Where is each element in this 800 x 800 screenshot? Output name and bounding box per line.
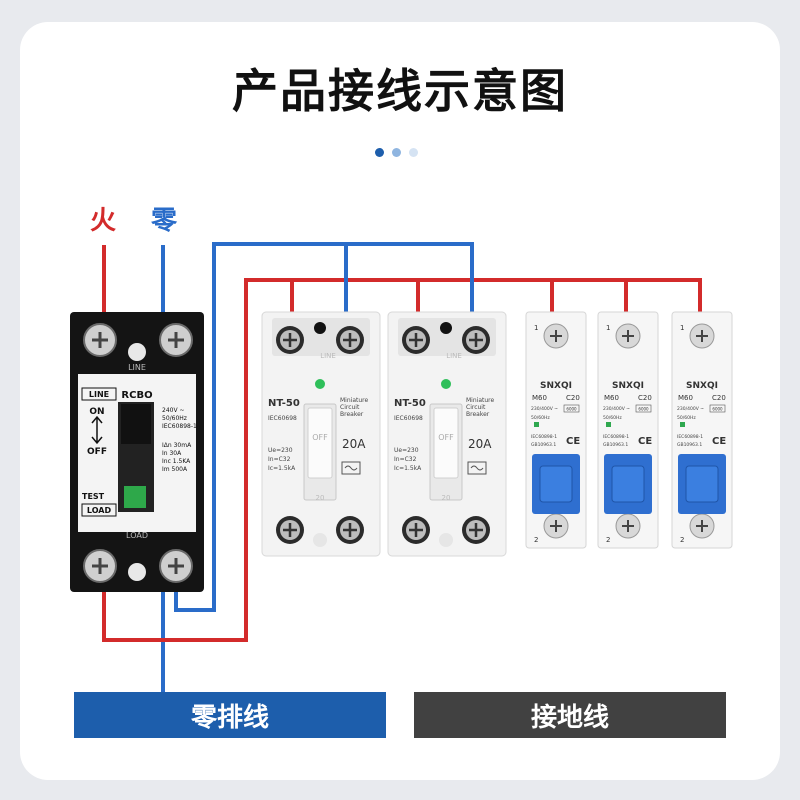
m60-curve: C20 [638, 394, 652, 402]
rcbo-load-top-text: LOAD [126, 531, 148, 540]
live-label: 火 [90, 206, 117, 236]
m60-curve: C20 [712, 394, 726, 402]
nt50-num: 20 [442, 494, 451, 502]
ac-symbol-icon [344, 465, 358, 471]
m60-std2: GB10963.1 [531, 442, 556, 448]
m60-std1: IEC60898-1 [677, 434, 703, 440]
m60-breaker-3: 1 2 SNXQI M60 C20 230/400V ~ 6000 50/60HzIEC608… [671, 311, 733, 549]
nt50-rating: 20A [468, 437, 492, 451]
m60-brand: SNXQI [686, 381, 718, 391]
pager-dots [375, 148, 418, 157]
m60-breaker-2: 1 2 SNXQI M60 C20 230/400V ~ 6000 50/60HzIEC608… [597, 311, 659, 549]
page-title: 产品接线示意图 [232, 64, 568, 118]
nt50-line-text: LINE [446, 352, 462, 360]
m60-volt: 230/400V ~ [677, 406, 704, 412]
ground-busbar-label: 接地线 [414, 692, 726, 738]
rcbo-line-text: LINE [128, 363, 146, 372]
m60-std2: GB10963.1 [603, 442, 628, 448]
status-indicator-icon [606, 422, 611, 427]
pager-dot-2 [392, 148, 401, 157]
ce-mark-icon: CE [638, 436, 652, 447]
m60-std1: IEC60898-1 [531, 434, 557, 440]
nt50-model: NT-50 [268, 398, 300, 409]
m60-breaker-1: 1 2 SNXQI M60 C20 230/400V ~ 6000 50/60HzIEC608… [525, 311, 587, 549]
nt50-line-text: LINE [320, 352, 336, 360]
m60-cap: 6000 [638, 407, 649, 412]
nt50-off: OFF [438, 433, 454, 442]
m60-top-num: 1 [534, 324, 538, 332]
m60-volt: 230/400V ~ [603, 406, 630, 412]
m60-std2: GB10963.1 [677, 442, 702, 448]
m60-brand: SNXQI [540, 381, 572, 391]
status-indicator-icon [680, 422, 685, 427]
m60-bottom-num: 2 [534, 536, 538, 544]
rcbo-load-box: LOAD [87, 506, 112, 515]
rcbo-test: TEST [82, 492, 105, 501]
m60-top-num: 1 [680, 324, 684, 332]
rcbo-line-box: LINE [89, 390, 109, 399]
m60-curve: C20 [566, 394, 580, 402]
breaker-toggle[interactable] [307, 407, 333, 479]
status-led-icon [315, 379, 325, 389]
neutral-label: 零 [151, 206, 178, 236]
m60-std1: IEC60898-1 [603, 434, 629, 440]
m60-brand: SNXQI [612, 381, 644, 391]
m60-cap: 6000 [712, 407, 723, 412]
m60-bottom-num: 2 [680, 536, 684, 544]
rcbo-on: ON [89, 407, 104, 417]
m60-model: M60 [678, 394, 693, 402]
rcbo-off: OFF [87, 447, 107, 457]
pager-dot-1 [375, 148, 384, 157]
m60-model: M60 [532, 394, 547, 402]
m60-cap: 6000 [566, 407, 577, 412]
nt50-standard: IEC60698 [268, 415, 297, 422]
rcbo-breaker: LINE LOAD LINE RCBO ON OFF 240V ~50/60Hz… [70, 312, 204, 592]
nt50-num: 20 [316, 494, 325, 502]
test-button[interactable] [124, 486, 146, 508]
breaker-toggle[interactable] [433, 407, 459, 479]
m60-bottom-num: 2 [606, 536, 610, 544]
m60-volt: 230/400V ~ [531, 406, 558, 412]
nt50-standard: IEC60698 [394, 415, 423, 422]
m60-top-num: 1 [606, 324, 610, 332]
pager-dot-3 [409, 148, 418, 157]
nt50-off: OFF [312, 433, 328, 442]
status-led-icon [441, 379, 451, 389]
ac-symbol-icon [470, 465, 484, 471]
neutral-busbar-label: 零排线 [74, 692, 386, 738]
on-off-arrow-icon [91, 415, 103, 445]
neutral-distribution-wire [174, 242, 474, 612]
rcbo-model: RCBO [121, 390, 152, 401]
ce-mark-icon: CE [712, 436, 726, 447]
nt50-rating: 20A [342, 437, 366, 451]
m60-hz: 50/60Hz [603, 415, 622, 421]
status-indicator-icon [534, 422, 539, 427]
live-distribution-wire [102, 278, 702, 642]
m60-model: M60 [604, 394, 619, 402]
nt50-model: NT-50 [394, 398, 426, 409]
m60-hz: 50/60Hz [677, 415, 696, 421]
ce-mark-icon: CE [566, 436, 580, 447]
m60-hz: 50/60Hz [531, 415, 550, 421]
